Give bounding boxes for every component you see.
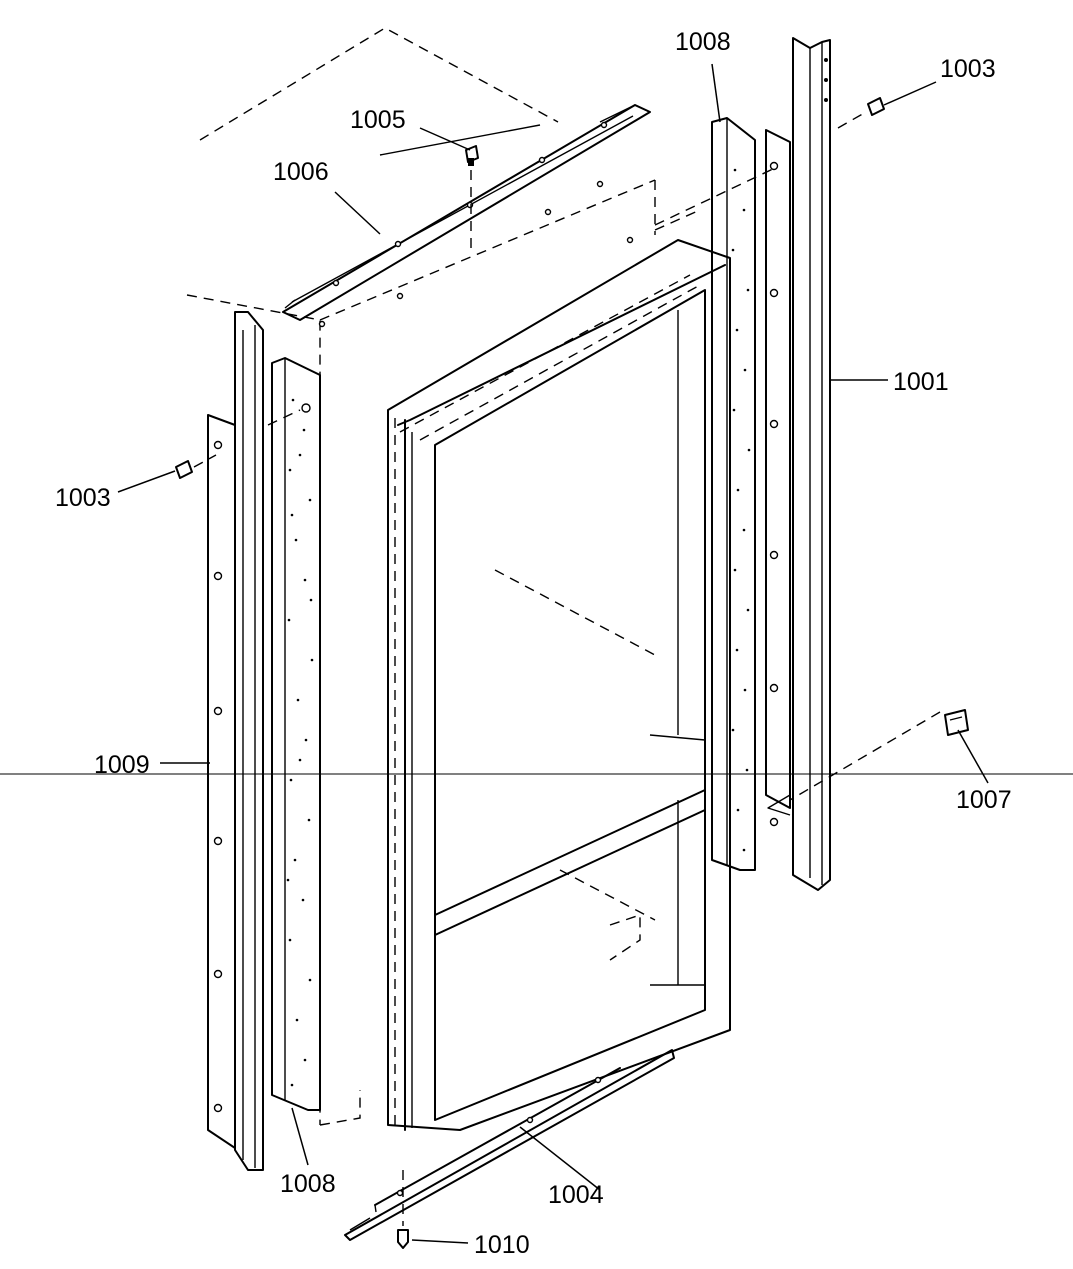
label-1009: 1009 (94, 751, 150, 779)
part-1006-top-rail (282, 104, 651, 321)
label-1003-left: 1003 (55, 484, 111, 512)
leader-lines (117, 63, 989, 1244)
label-1007: 1007 (956, 786, 1012, 814)
door-liner-frame (387, 239, 731, 1131)
label-1001: 1001 (893, 368, 949, 396)
right-inner-channel (654, 129, 791, 827)
part-1008-right-foam-strip (711, 117, 756, 871)
part-1007-clip (789, 709, 969, 801)
callout-labels: 1001 1003 1003 1004 1005 1006 1007 1008 … (55, 28, 1012, 1259)
part-1008-left-foam-strip (267, 357, 321, 1111)
label-1008-top: 1008 (675, 28, 731, 56)
part-1005-screw (465, 145, 479, 255)
part-1003-right-screw (837, 97, 885, 129)
part-1009-left-rail (207, 311, 264, 1171)
label-1010: 1010 (474, 1231, 530, 1259)
label-1008-bottom: 1008 (280, 1170, 336, 1198)
part-1004-bottom-rail (344, 1049, 675, 1241)
part-1010-screw (397, 1170, 409, 1249)
label-1005: 1005 (350, 106, 406, 134)
label-1006: 1006 (273, 158, 329, 186)
label-1003-right: 1003 (940, 55, 996, 83)
cabinet-top-panel (318, 124, 634, 328)
label-1004: 1004 (548, 1181, 604, 1209)
part-1001-right-rail (767, 37, 831, 891)
part-1003-left-screw (175, 454, 217, 479)
